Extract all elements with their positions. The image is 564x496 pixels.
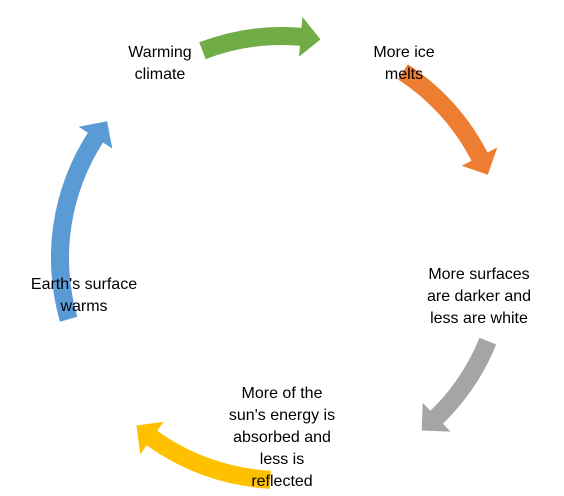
cycle-arrow-2 [398,64,498,175]
step-label-line: sun's energy is [228,407,336,424]
step-energy-absorbed: More of the sun's energy is absorbed and… [229,383,335,493]
step-label-line: More of the [241,385,323,402]
step-more-ice-melts: More ice melts [373,42,434,86]
cycle-arrow-5 [50,121,113,322]
step-warming-climate: Warming climate [128,42,191,86]
step-label-line: less is [259,451,305,468]
step-surface-warms: Earth's surface warms [31,274,137,318]
step-label-line: less are white [430,310,528,327]
step-label-line: More surfaces [428,266,530,283]
step-label-line: Warming [128,44,192,61]
step-label-line: climate [134,66,186,83]
cycle-arrow-4 [136,421,271,489]
step-label-line: warms [60,298,108,315]
cycle-arrow-1 [199,16,321,60]
step-label-line: Earth's surface [30,276,138,293]
step-label-line: melts [384,66,424,83]
step-label-line: absorbed and [233,429,331,446]
cycle-arrow-3 [421,337,497,432]
step-label-line: More ice [373,44,435,61]
step-label-line: reflected [251,473,313,490]
step-darker-surfaces: More surfaces are darker and less are wh… [427,264,531,330]
step-label-line: are darker and [426,288,532,305]
